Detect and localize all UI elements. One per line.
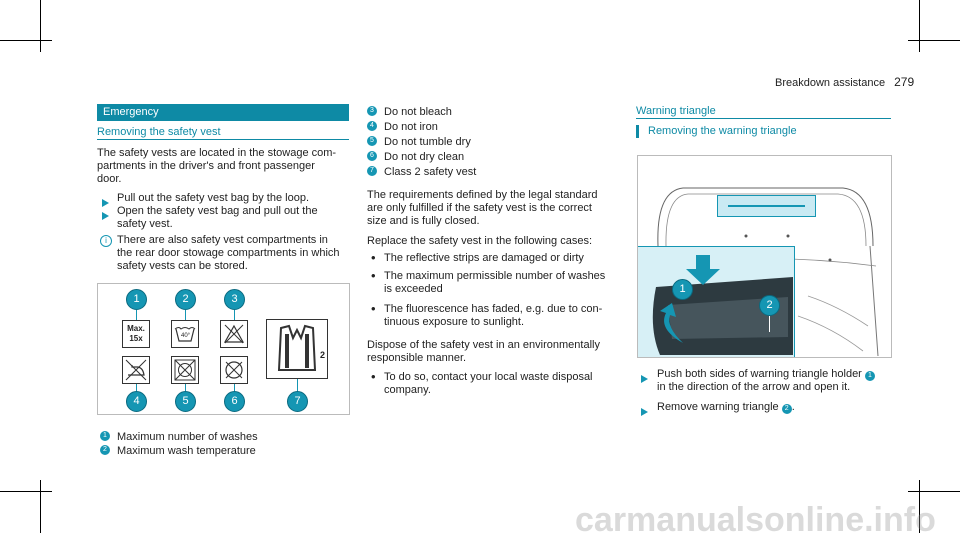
vest-class-label: 2 bbox=[320, 350, 326, 360]
callout-7: 7 bbox=[287, 391, 308, 412]
bullet: • bbox=[371, 250, 376, 265]
section-banner: Emergency bbox=[97, 104, 349, 121]
step-text: Open the safety vest bag and pull out th… bbox=[117, 205, 318, 230]
case-text: The maximum permissible number of washes… bbox=[384, 270, 606, 295]
figure-callout-1: 1 bbox=[672, 279, 693, 300]
crop-mark bbox=[919, 480, 920, 533]
crop-mark bbox=[0, 40, 52, 41]
callout-2: 2 bbox=[175, 289, 196, 310]
no-bleach-icon bbox=[220, 320, 248, 348]
bullet: • bbox=[371, 369, 376, 384]
case-text: The reflective strips are damaged or dir… bbox=[384, 252, 584, 264]
callout-3: 3 bbox=[224, 289, 245, 310]
no-tumble-dry-icon bbox=[171, 356, 199, 384]
step-text: Push both sides of warning triangle hold… bbox=[657, 368, 875, 394]
step-arrow-icon bbox=[102, 207, 109, 225]
crop-mark bbox=[919, 0, 920, 52]
requirements-text: The requirements defined by the legal st… bbox=[367, 189, 598, 227]
no-dry-clean-icon bbox=[220, 356, 248, 384]
header-section: Breakdown assistance bbox=[775, 77, 886, 89]
wash-temperature-icon: 40° bbox=[171, 320, 199, 348]
running-header: Breakdown assistance 279 bbox=[775, 76, 914, 90]
crop-mark bbox=[40, 0, 41, 52]
step-arrow-icon bbox=[102, 194, 109, 212]
section-marker bbox=[636, 125, 639, 138]
subheading: Removing the safety vest bbox=[97, 125, 349, 140]
watermark: carmanualsonline.info bbox=[575, 501, 936, 539]
replace-text: Replace the safety vest in the following… bbox=[367, 235, 593, 247]
step-text: Pull out the safety vest bag by the loop… bbox=[117, 192, 310, 204]
note-text: There are also safety vest compartments … bbox=[117, 234, 340, 272]
crop-mark bbox=[40, 480, 41, 533]
care-label-figure: 1 2 3 Max.15x 40° 2 4 5 6 7 bbox=[97, 283, 350, 415]
crop-mark bbox=[0, 491, 52, 492]
no-iron-icon bbox=[122, 356, 150, 384]
rear-light-highlight bbox=[717, 195, 816, 217]
callout-5: 5 bbox=[175, 391, 196, 412]
figure-callout-2: 2 bbox=[759, 295, 780, 316]
crop-mark bbox=[908, 491, 960, 492]
bullet: • bbox=[371, 268, 376, 283]
subheading: Warning triangle bbox=[636, 104, 891, 119]
crop-mark bbox=[908, 40, 960, 41]
callout-4: 4 bbox=[126, 391, 147, 412]
disposal-text: To do so, contact your local waste dispo… bbox=[384, 371, 593, 396]
intro-text: The safety vests are located in the stow… bbox=[97, 147, 337, 185]
step-arrow-icon bbox=[641, 403, 648, 421]
max-washes-icon: Max.15x bbox=[122, 320, 150, 348]
info-icon: i bbox=[100, 235, 112, 247]
case-text: The fluorescence has faded, e.g. due to … bbox=[384, 303, 603, 328]
page-number: 279 bbox=[894, 75, 915, 89]
step-text: Remove warning triangle 2. bbox=[657, 401, 795, 414]
warning-triangle-figure: 1 2 bbox=[637, 155, 892, 358]
section-title: Removing the warning triangle bbox=[648, 125, 797, 137]
step-arrow-icon bbox=[641, 370, 648, 388]
callout-1: 1 bbox=[126, 289, 147, 310]
bullet: • bbox=[371, 301, 376, 316]
callout-6: 6 bbox=[224, 391, 245, 412]
dispose-text: Dispose of the safety vest in an environ… bbox=[367, 339, 600, 364]
safety-vest-icon bbox=[266, 319, 328, 379]
